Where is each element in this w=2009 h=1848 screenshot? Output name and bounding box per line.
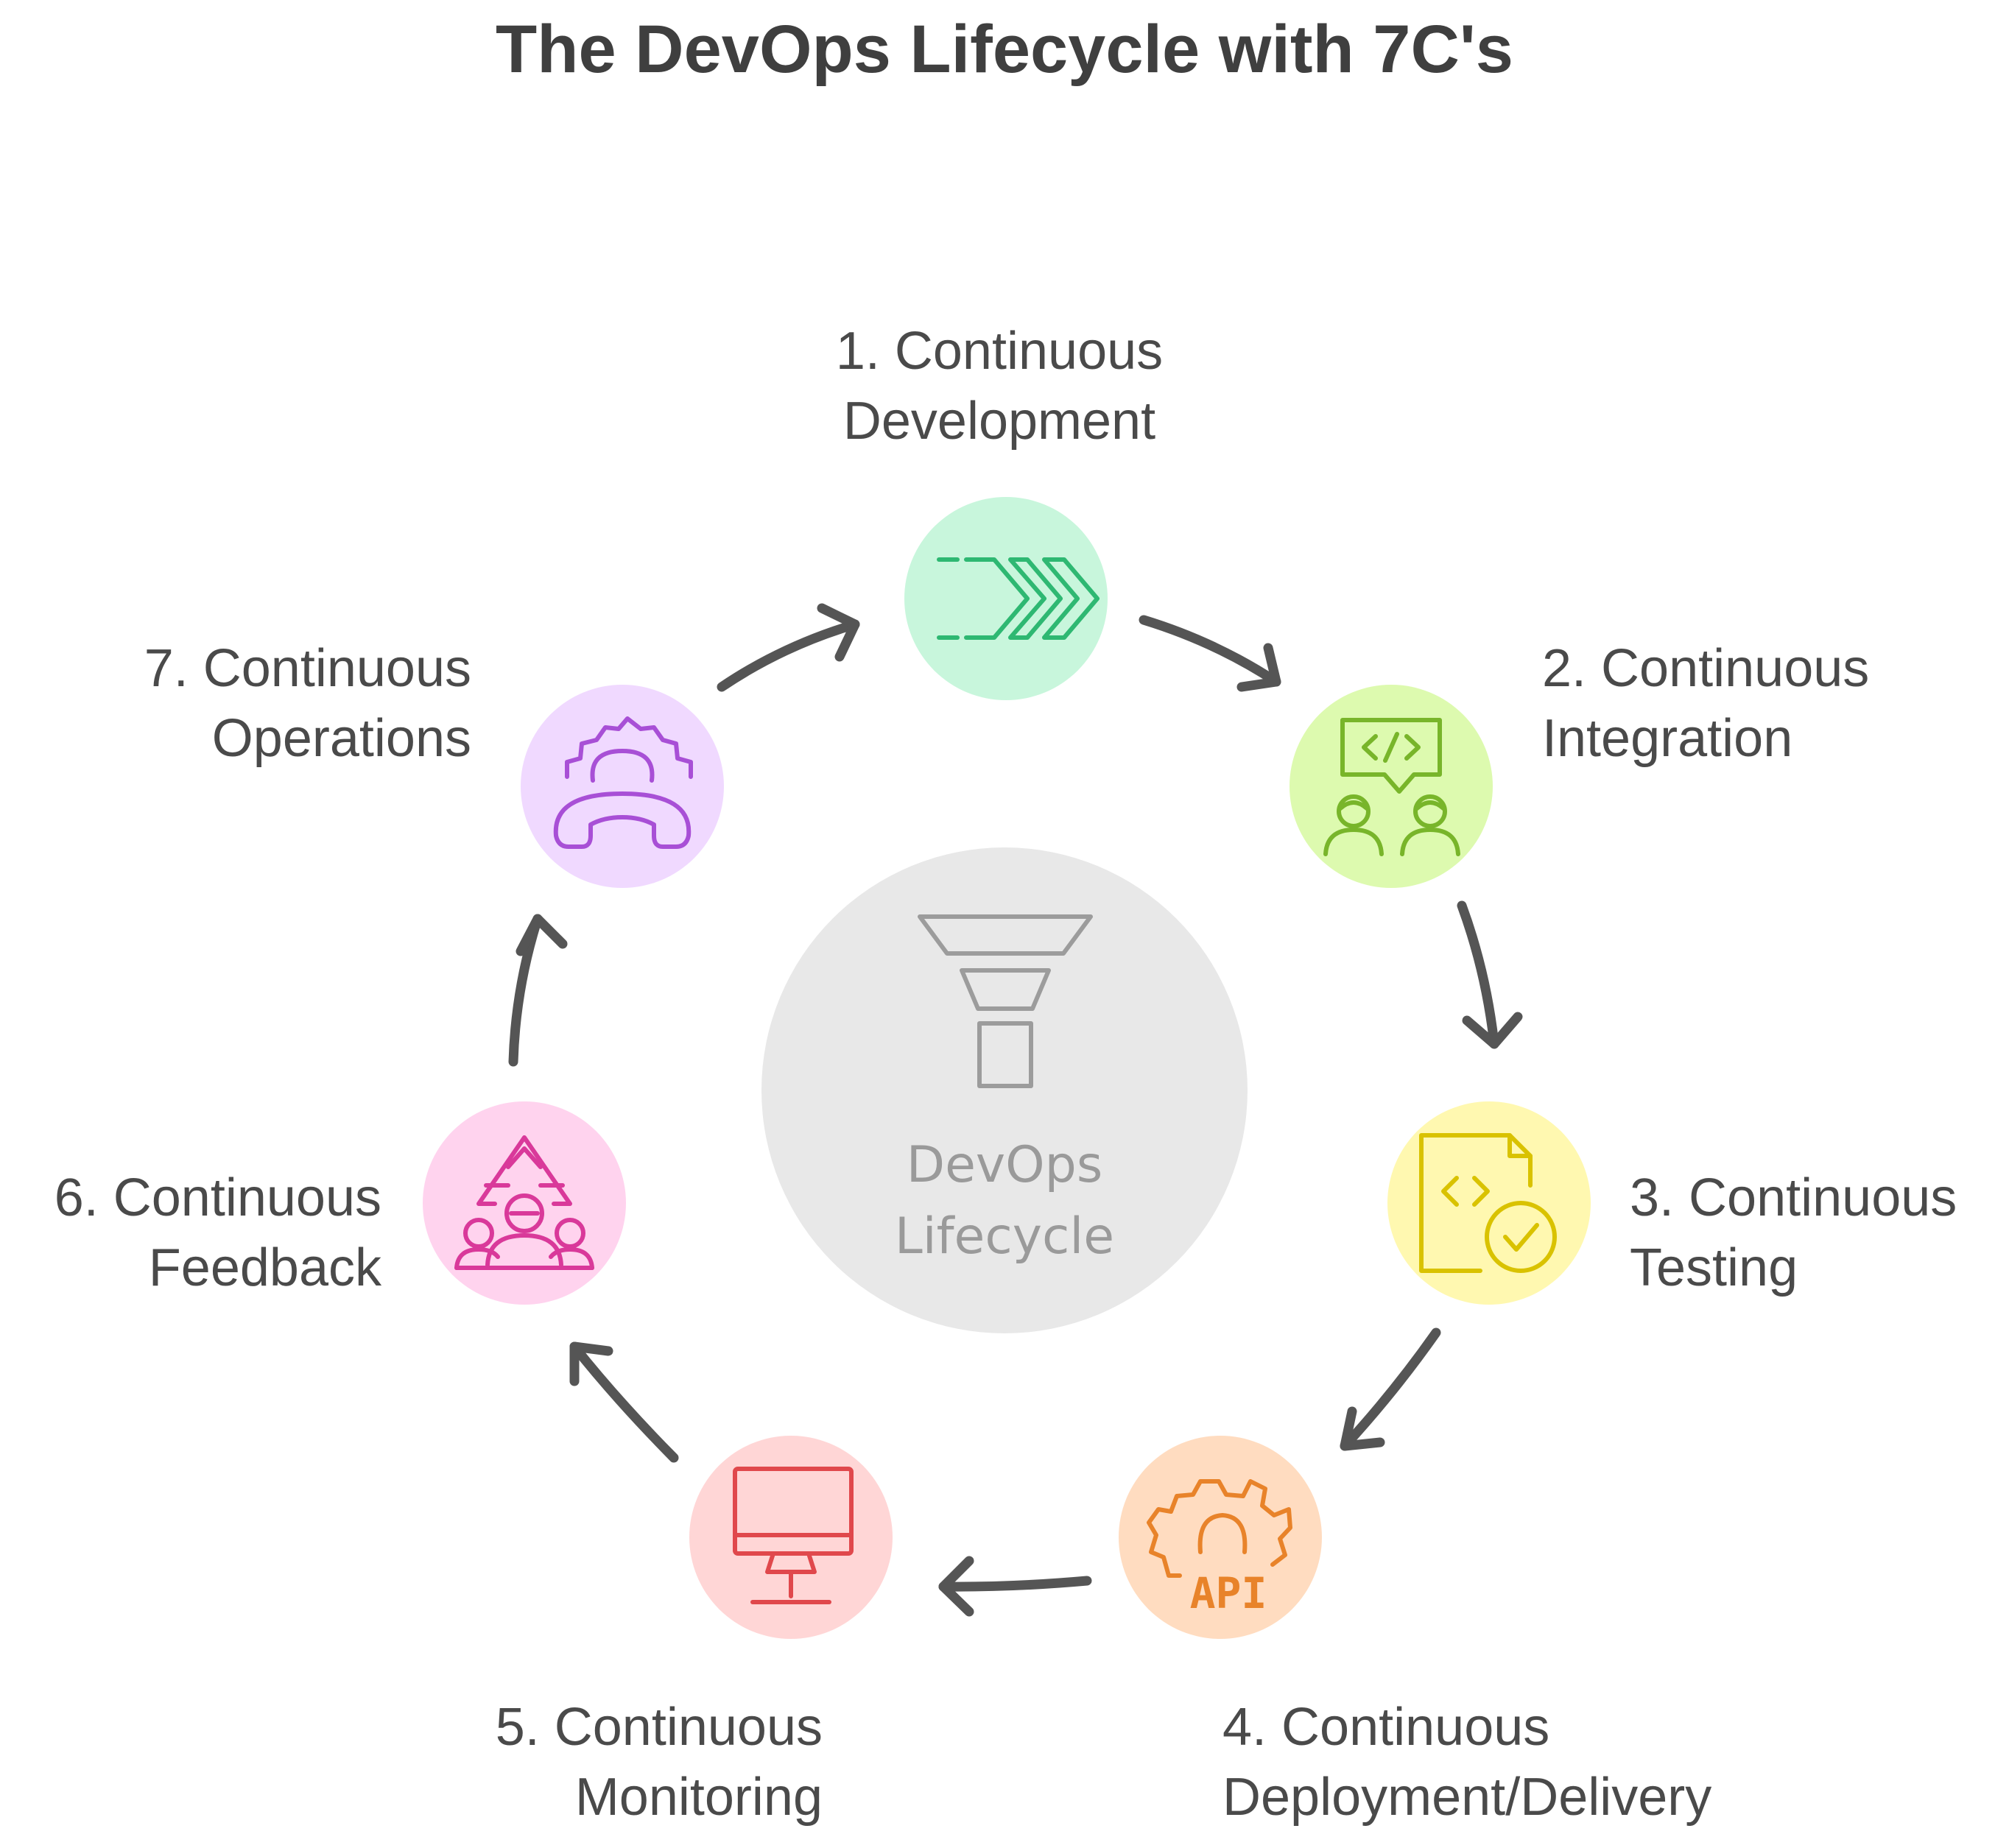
center-node: DevOps Lifecycle (761, 847, 1248, 1333)
stage-7-circle (521, 685, 724, 888)
center-label-line1: DevOps (907, 1136, 1103, 1194)
center-circle (761, 847, 1248, 1333)
stage-continuous-monitoring: 5. Continuous Monitoring (496, 1436, 893, 1827)
monitor-icon (733, 1467, 854, 1604)
stage-continuous-development: 1. Continuous Development (836, 322, 1163, 700)
stage-5-label-line2: Monitoring (575, 1768, 823, 1827)
arrow-3-to-4 (1340, 1327, 1441, 1451)
code-file-check-icon (1419, 1133, 1557, 1273)
stage-7-label-line1: 7. Continuous (144, 639, 471, 698)
stage-4-circle (1119, 1436, 1322, 1639)
stage-continuous-testing: 3. Continuous Testing (1387, 1101, 1957, 1305)
chevrons-right-icon (937, 557, 1100, 640)
support-gear-icon (553, 716, 693, 849)
stage-4-label-line2: Deployment/Delivery (1222, 1768, 1711, 1827)
stage-continuous-integration: 2. Continuous Integration (1290, 639, 1869, 888)
stage-6-label-line2: Feedback (149, 1238, 382, 1297)
stage-1-label-line1: 1. Continuous (836, 322, 1163, 381)
stage-continuous-operations: 7. Continuous Operations (144, 639, 724, 888)
stage-1-label-line2: Development (843, 392, 1155, 451)
stage-continuous-feedback: 6. Continuous Feedback (54, 1101, 626, 1305)
stage-3-label-line1: 3. Continuous (1630, 1168, 1957, 1227)
stage-4-label-line1: 4. Continuous (1222, 1698, 1549, 1757)
api-gear-icon (1147, 1479, 1292, 1578)
arrow-2-to-3 (1457, 900, 1523, 1049)
code-collaboration-icon (1323, 718, 1460, 856)
arrow-7-to-1 (717, 603, 860, 692)
arrow-1-to-2 (1139, 615, 1281, 692)
stage-3-label-line2: Testing (1630, 1238, 1798, 1297)
arrow-5-to-6 (569, 1341, 679, 1463)
stage-2-circle (1290, 685, 1493, 888)
stage-1-circle (904, 497, 1108, 700)
team-feedback-icon (454, 1135, 594, 1270)
funnel-icon (918, 914, 1093, 1088)
stage-7-label-line2: Operations (212, 709, 471, 768)
center-label-line2: Lifecycle (895, 1207, 1114, 1266)
stage-5-label-line1: 5. Continuous (496, 1698, 823, 1757)
stage-6-label-line1: 6. Continuous (54, 1168, 381, 1227)
api-icon-text: API (1190, 1568, 1267, 1618)
stage-continuous-deployment: API 4. Continuous Deployment/Delivery (1119, 1436, 1711, 1827)
stage-6-circle (423, 1101, 626, 1305)
stage-2-label-line2: Integration (1542, 709, 1792, 768)
stage-2-label-line1: 2. Continuous (1542, 639, 1869, 698)
arrow-6-to-7 (508, 914, 568, 1067)
arrow-4-to-5 (938, 1556, 1092, 1617)
diagram-title: The DevOps Lifecycle with 7C's (496, 12, 1513, 87)
stage-3-circle (1387, 1101, 1591, 1305)
